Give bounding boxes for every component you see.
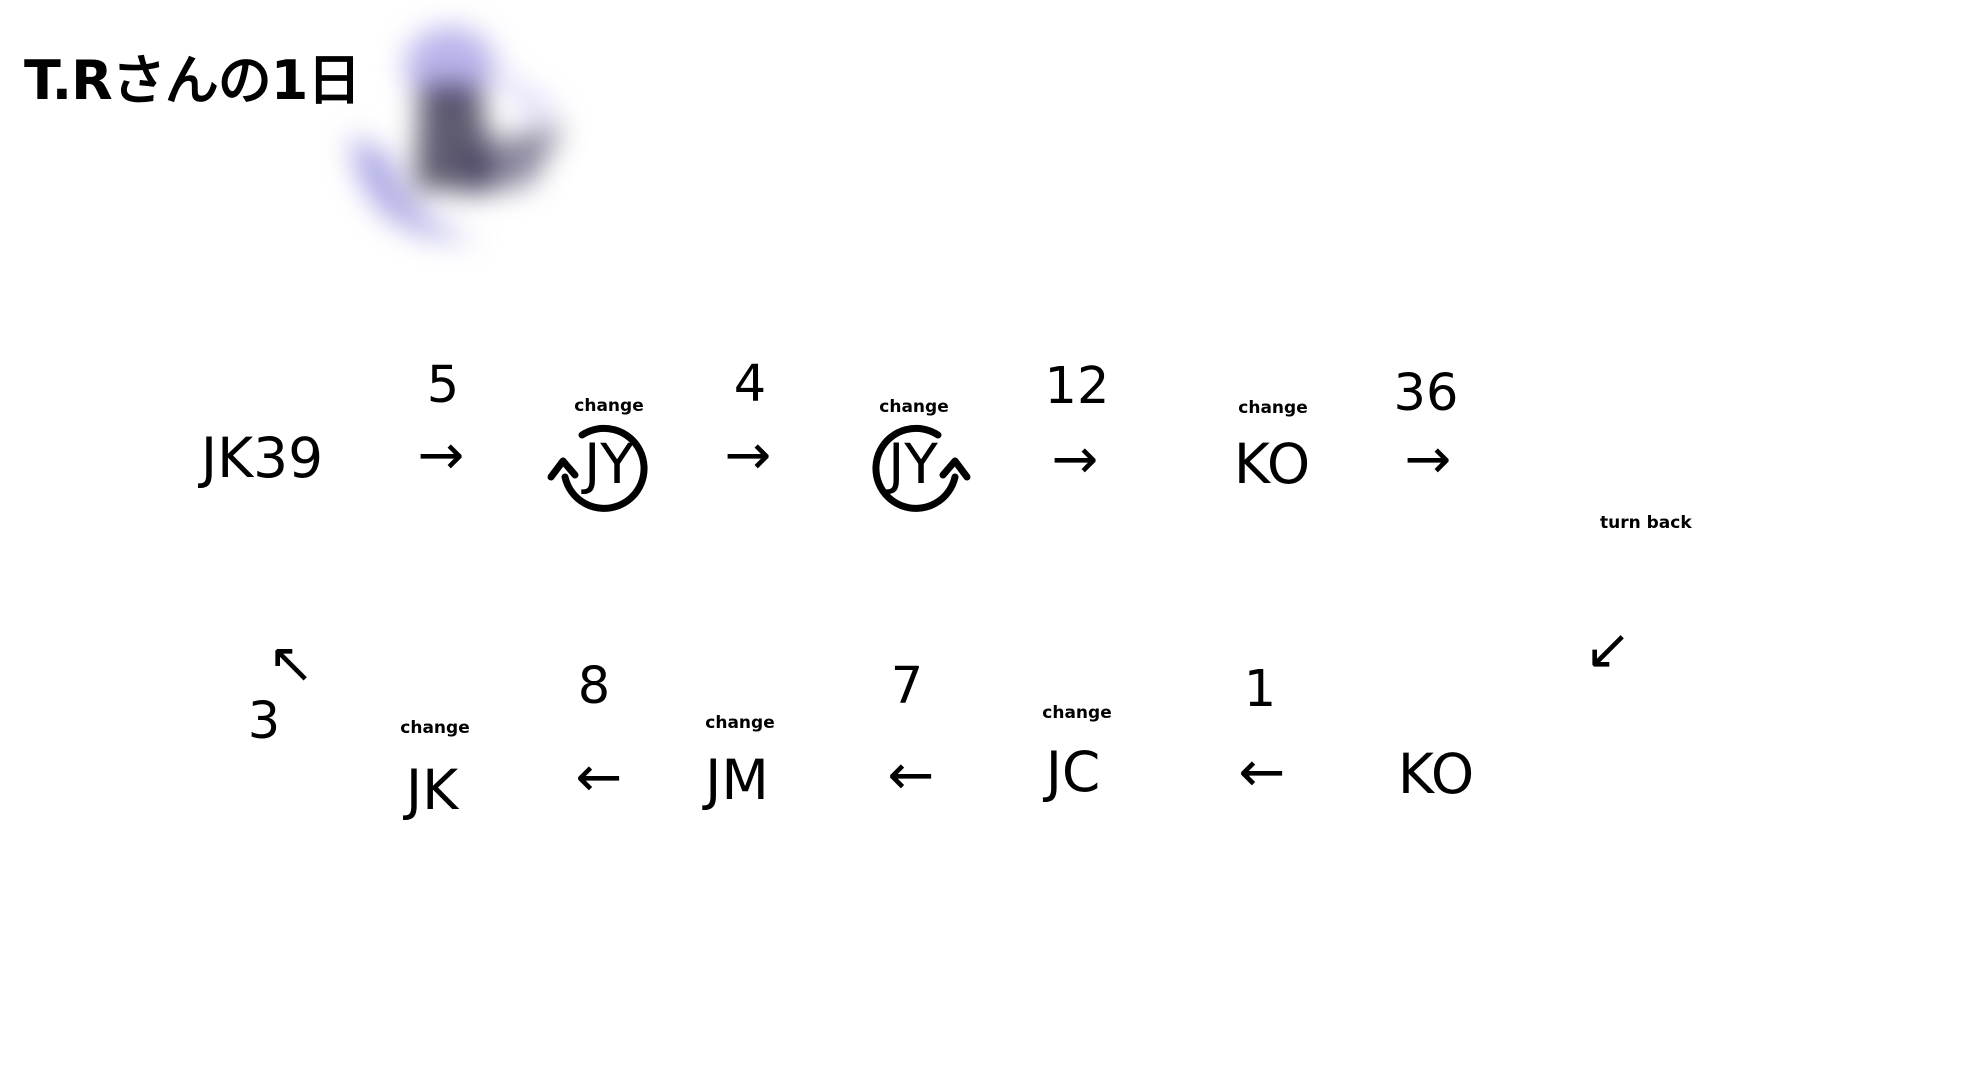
station-jk39: JK39 — [200, 426, 324, 490]
count-label: 12 — [1044, 357, 1110, 416]
mascot-illustration — [350, 27, 565, 241]
circular-arrow-icon — [872, 424, 971, 512]
station-jy: JY — [888, 432, 938, 496]
count-label: 3 — [247, 692, 281, 751]
left-arrow: ← — [887, 743, 935, 808]
change-label: change — [574, 396, 644, 416]
station-jm: JM — [705, 748, 769, 812]
station-jy: JY — [584, 432, 634, 496]
change-label: change — [705, 713, 775, 733]
station-jc: JC — [1045, 740, 1101, 804]
change-label: change — [1238, 398, 1308, 418]
right-arrow: → — [1051, 427, 1099, 492]
change-label: change — [400, 718, 470, 738]
count-label: 4 — [733, 355, 767, 414]
page-title: T.Rさんの1日 — [24, 49, 361, 112]
up-left-arrow: ↖ — [267, 631, 315, 696]
turn-back-label: turn back — [1600, 513, 1692, 533]
circular-arrow-icon — [547, 424, 648, 512]
left-arrow: ← — [1238, 740, 1286, 805]
left-arrow: ← — [575, 745, 623, 810]
station-jk: JK — [405, 758, 459, 822]
change-label: change — [1042, 703, 1112, 723]
count-label: 8 — [577, 657, 611, 716]
station-ko: KO — [1397, 742, 1475, 806]
right-arrow: → — [417, 423, 465, 488]
count-label: 36 — [1393, 364, 1459, 423]
change-label: change — [879, 397, 949, 417]
count-label: 1 — [1243, 660, 1277, 719]
count-label: 7 — [890, 657, 924, 716]
station-ko: KO — [1233, 432, 1311, 496]
right-arrow: → — [1404, 427, 1452, 492]
down-left-arrow: ↙ — [1584, 617, 1632, 682]
count-label: 5 — [426, 356, 460, 415]
right-arrow: → — [724, 423, 772, 488]
